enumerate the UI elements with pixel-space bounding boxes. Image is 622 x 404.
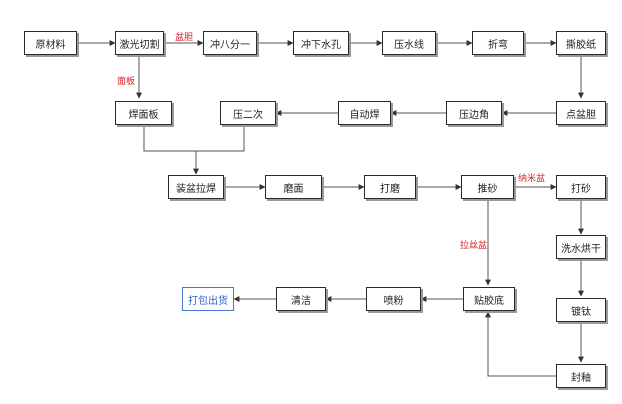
edge-label-basin: 盆胆	[175, 33, 194, 43]
node-push-sand: 推砂	[461, 175, 514, 199]
node-sandblast: 打砂	[556, 175, 606, 199]
edge-n20-n21	[485, 311, 556, 377]
node-basin-assembly-weld: 装盆拉焊	[168, 175, 224, 199]
node-seal-glaze: 封釉	[556, 364, 606, 388]
edge-n11-n13	[196, 126, 245, 152]
node-pack-ship: 打包出货	[182, 287, 234, 311]
node-raw-material: 原材料	[24, 31, 77, 55]
node-laser-cutting: 激光切割	[115, 31, 164, 55]
node-peel-film: 撕胶纸	[556, 31, 606, 55]
node-press-water-line: 压水线	[382, 31, 436, 55]
edge-n12-n13	[143, 126, 199, 175]
node-spot-weld-basin: 点盆胆	[556, 101, 606, 125]
node-cleaning: 清洁	[276, 287, 326, 311]
edge-label-panel: 面板	[117, 77, 136, 87]
node-polish: 打磨	[364, 175, 416, 199]
node-weld-panel: 焊面板	[115, 101, 172, 125]
node-attach-bottom-film: 贴胶底	[463, 287, 515, 311]
node-wash-dry: 洗水烘干	[556, 235, 606, 259]
node-press-edge: 压边角	[446, 101, 502, 125]
node-titanium-plating: 镀钛	[556, 298, 606, 322]
edge-label-brushed-basin: 拉丝盆	[460, 241, 488, 251]
node-auto-weld: 自动焊	[338, 101, 391, 125]
edge-label-nano-basin: 纳米盆	[518, 174, 546, 184]
node-press-second: 压二次	[220, 101, 276, 125]
node-punch-drain-hole: 冲下水孔	[293, 31, 349, 55]
node-powder-spray: 喷粉	[366, 287, 421, 311]
node-grind-surface: 磨面	[265, 175, 322, 199]
node-punch-eighth: 冲八分一	[203, 31, 257, 55]
node-bending: 折弯	[472, 31, 524, 55]
